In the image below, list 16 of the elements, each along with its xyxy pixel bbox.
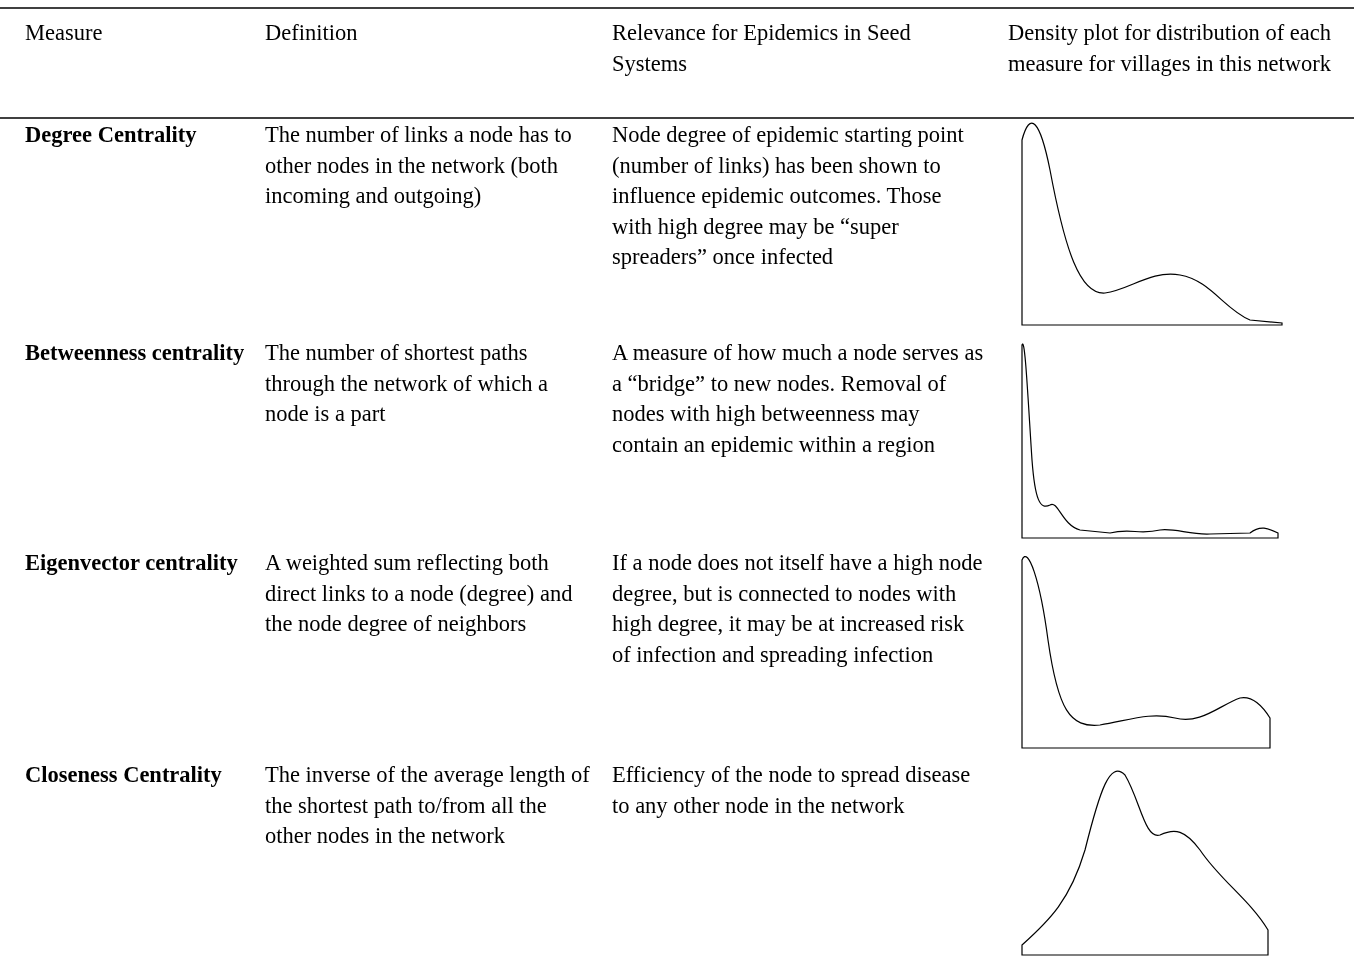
column-header: Measure	[25, 19, 104, 47]
row-header: Eigenvector centrality	[25, 549, 239, 577]
definition-text: The number of shortest paths through the network of which a node is a part	[265, 339, 550, 428]
definition-text: The inverse of the average length of the shortest path to/from all the other nodes in the network	[265, 761, 590, 850]
column-header: Density plot for distribution of each measure for villages in this network	[1008, 19, 1333, 78]
definition-text: A weighted sum reflecting both direct links to a node (degree) and the node degree of neighbors	[265, 549, 574, 638]
relevance-text: A measure of how much a node serves as a “bridge” to new nodes. Removal of nodes with high betweenness may contain an epidemic within a region	[612, 339, 985, 459]
column-header: Definition	[265, 19, 359, 47]
row-header: Closeness Centrality	[25, 761, 223, 789]
relevance-text: Efficiency of the node to spread disease to any other node in the network	[612, 761, 972, 820]
definition-text: The number of links a node has to other nodes in the network (both incoming and outgoing)	[265, 121, 573, 210]
relevance-text: Node degree of epidemic starting point (number of links) has been shown to influence epidemic outcomes. Those with high degree may be “super spreaders” once infected	[612, 121, 965, 271]
column-header: Relevance for Epidemics in Seed Systems	[612, 19, 912, 78]
row-header: Degree Centrality	[25, 121, 198, 149]
relevance-text: If a node does not itself have a high node degree, but is connected to nodes with high degree, it may be at increased risk of infection and spreading infection	[612, 549, 984, 669]
row-header: Betweenness centrality	[25, 339, 246, 367]
